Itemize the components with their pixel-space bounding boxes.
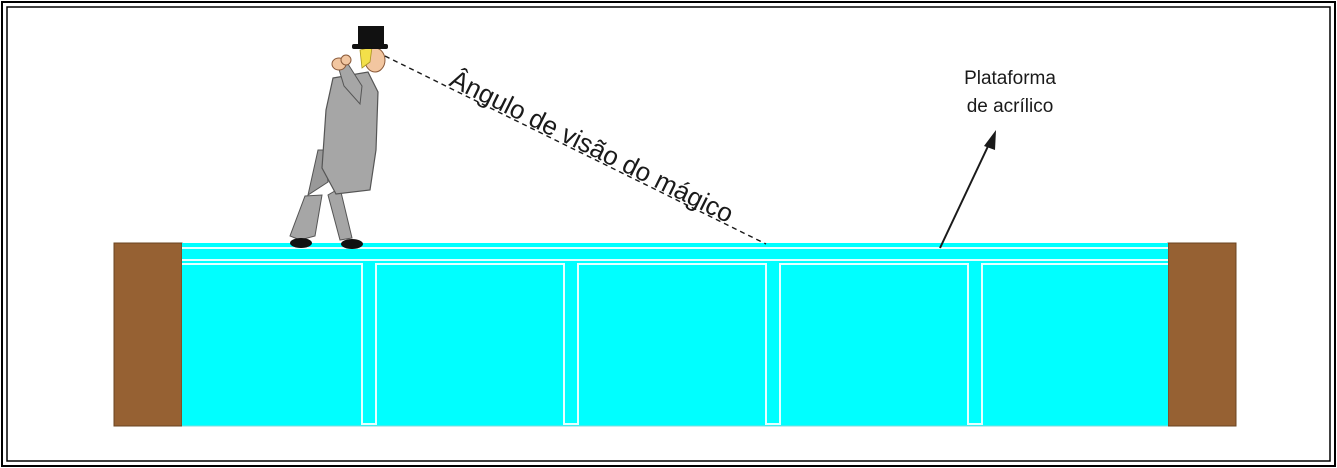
platform-label-line1: Plataforma: [964, 68, 1056, 89]
left-wood-post: [113, 242, 183, 427]
platform-label-line2: de acrílico: [967, 96, 1054, 117]
magician-figure: [289, 26, 388, 249]
acrylic-platform: [182, 243, 1168, 427]
sight-angle-label: Ângulo de visão do mágico: [445, 63, 738, 228]
right-wood-post: [1167, 242, 1237, 427]
sight-line: [384, 55, 767, 245]
platform-pointer-arrow: [939, 130, 996, 249]
